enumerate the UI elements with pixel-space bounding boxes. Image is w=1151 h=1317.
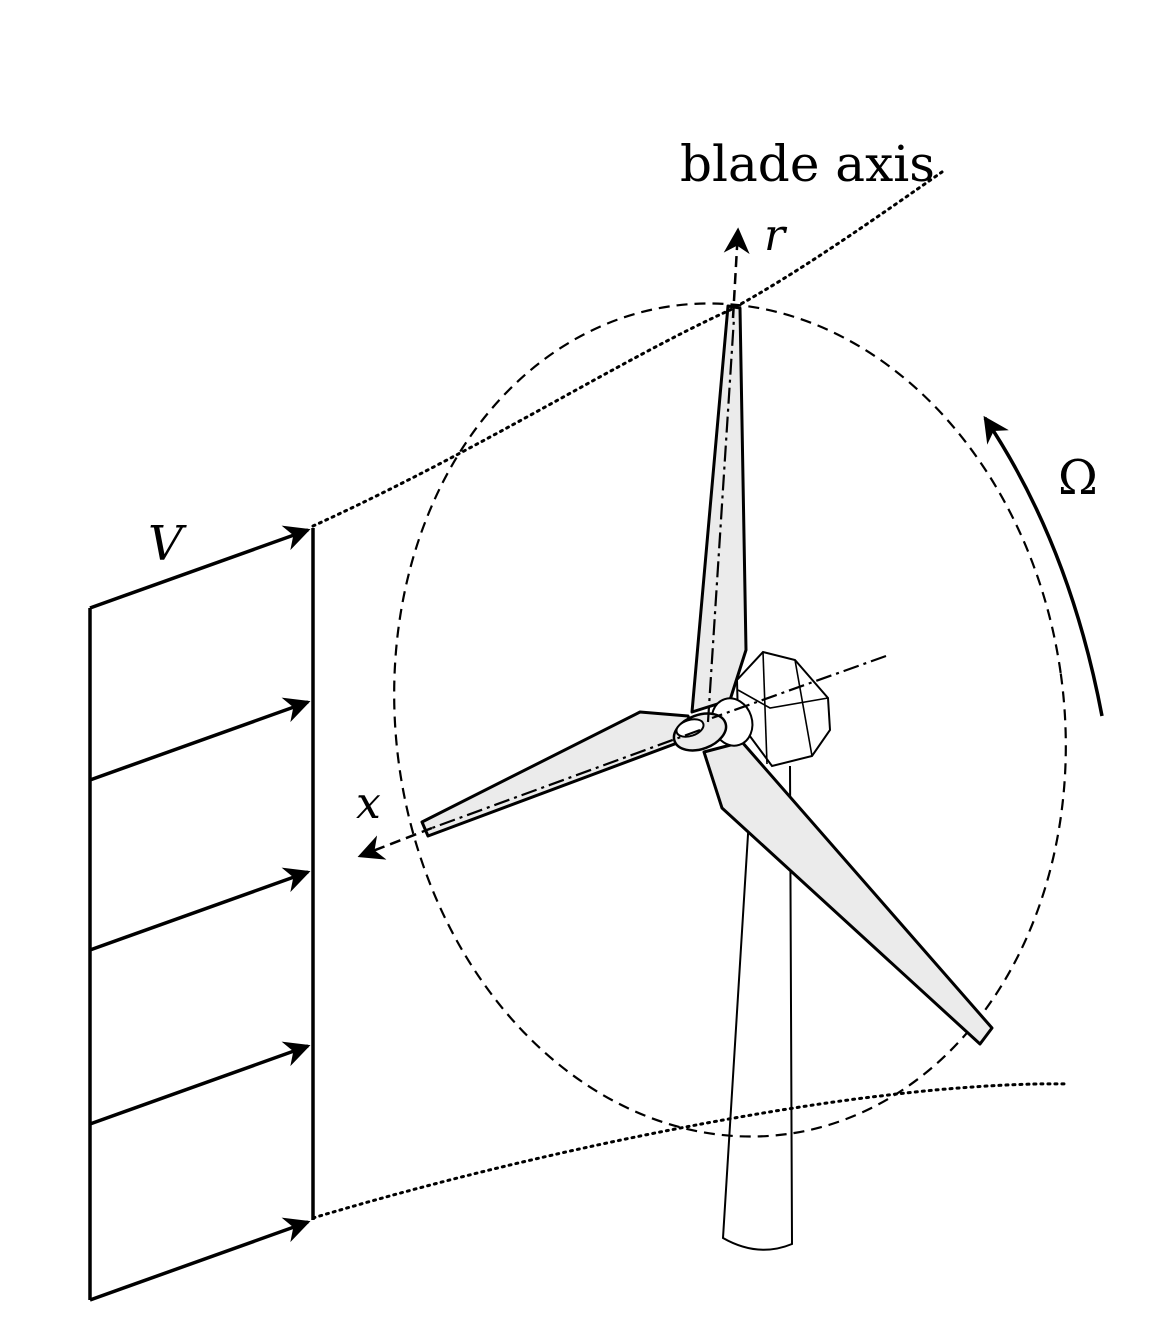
rotor-axis <box>357 654 887 860</box>
blade-upper <box>690 304 748 714</box>
nacelle <box>735 650 832 768</box>
blade-axis-label: blade axis <box>680 135 935 193</box>
wind-arrow <box>89 1217 311 1302</box>
hub <box>672 697 754 752</box>
r-axis-label: r <box>764 210 788 261</box>
blade-axis-curve <box>311 170 944 528</box>
ground-dotted-curve <box>311 1082 1070 1220</box>
x-axis-label: x <box>356 778 381 829</box>
rotor-disk <box>393 302 1067 1138</box>
omega-label: Ω <box>1058 450 1098 506</box>
wind-arrow <box>89 867 311 952</box>
blade-left <box>420 710 698 838</box>
blade-centerlines <box>431 317 736 830</box>
wind-profile <box>88 525 315 1302</box>
rotation-arrow <box>983 415 1104 717</box>
wind-arrow <box>89 1041 311 1126</box>
tower <box>721 765 794 1251</box>
velocity-label: V <box>148 516 187 572</box>
r-axis <box>723 227 750 319</box>
wind-arrow <box>89 697 311 782</box>
wind-arrow <box>89 525 311 610</box>
